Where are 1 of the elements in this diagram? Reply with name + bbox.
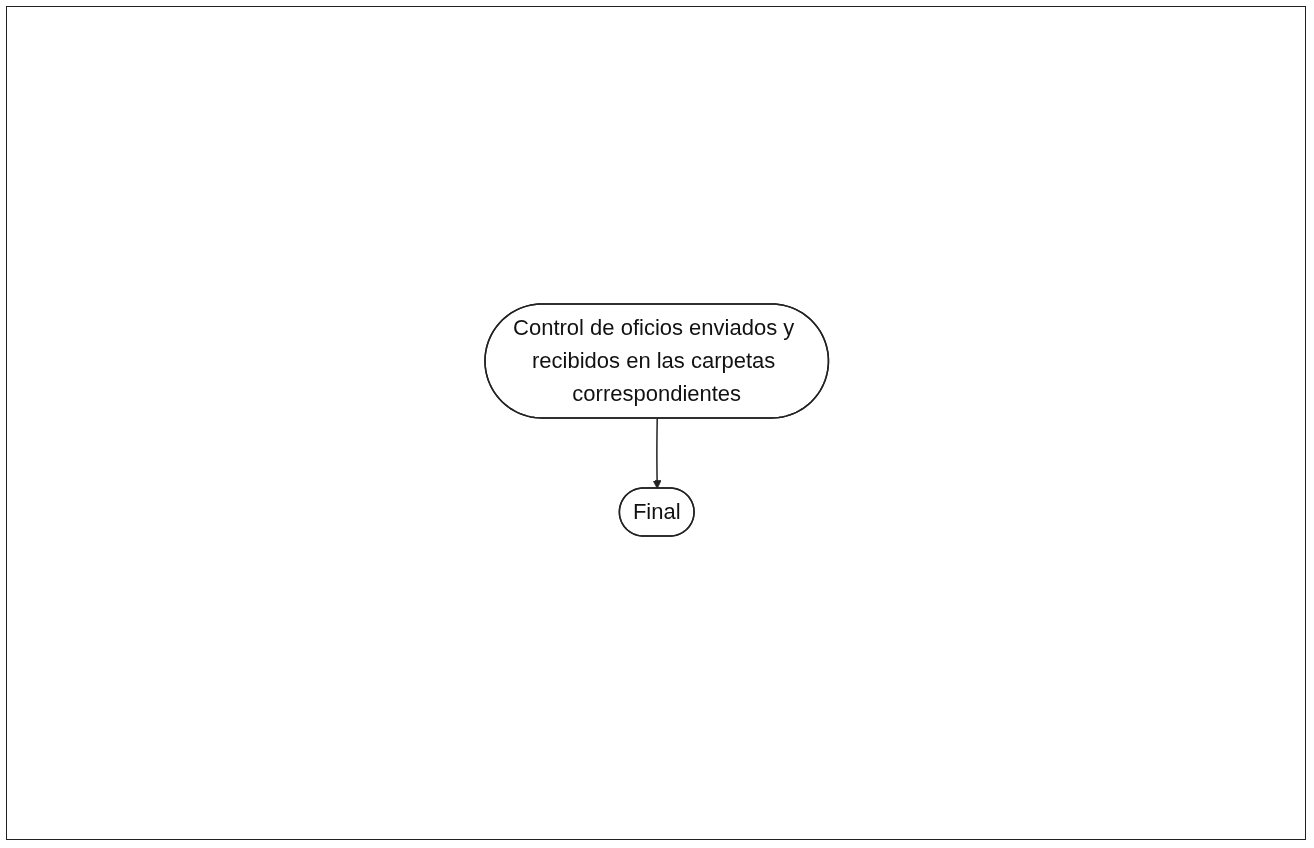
arrow — [653, 417, 662, 489]
